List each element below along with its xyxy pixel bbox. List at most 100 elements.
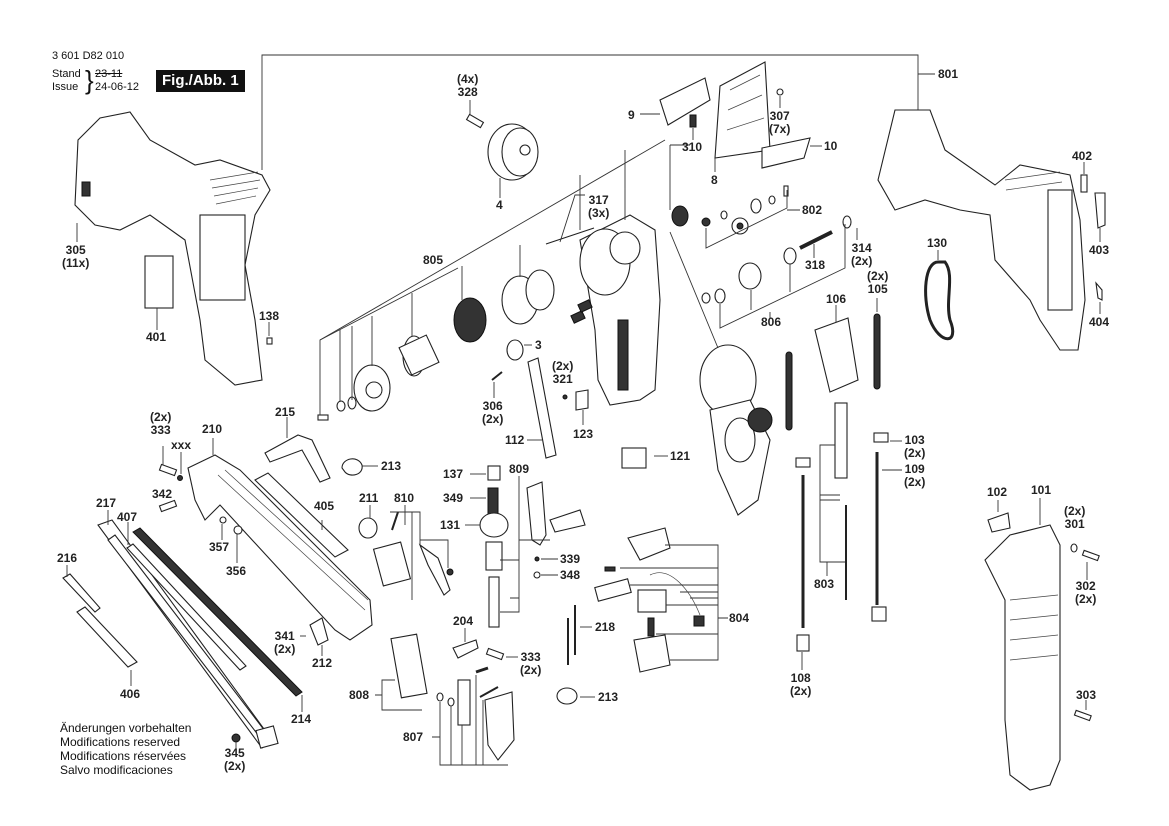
- screw-333: [158, 463, 178, 477]
- cap-348: [533, 571, 541, 579]
- part-group-802: [701, 185, 789, 235]
- trigger-212: [309, 617, 329, 646]
- callout-333b: 333(2x): [520, 650, 542, 677]
- gearbox-housing: [579, 214, 661, 406]
- notice-line-en: Modifications reserved: [60, 735, 181, 749]
- magazine-217: [97, 519, 279, 749]
- notice-line-fr: Modifications réservées: [60, 749, 187, 763]
- screw-302: [1081, 549, 1100, 562]
- callout-109: 109 (2x): [904, 462, 926, 489]
- part-group-807: [436, 666, 515, 761]
- document-number: 3 601 D82 010: [52, 50, 125, 62]
- leader-809: [500, 476, 550, 613]
- nose-assembly-210: [187, 454, 373, 641]
- washer-314: [842, 215, 852, 229]
- leader-808: [375, 679, 422, 711]
- trigger-assembly-808: [390, 633, 428, 699]
- screw-333b: [485, 647, 505, 661]
- callout-317: 317(3x): [588, 193, 610, 220]
- callout-804: 804: [729, 611, 750, 625]
- leader-806: [719, 224, 846, 329]
- screw-328: [465, 113, 485, 129]
- callout-401: 401: [146, 330, 167, 344]
- label-402: [1080, 174, 1088, 193]
- pin-317: [545, 227, 595, 245]
- callout-348: 348: [560, 568, 581, 582]
- screw-306: [491, 371, 503, 381]
- part-9: [659, 77, 711, 126]
- callout-211: 211: [359, 491, 379, 505]
- callout-305: 305(11x): [62, 243, 90, 270]
- stand-label: Stand: [52, 68, 81, 80]
- housing-left: [74, 111, 271, 386]
- part-group-806: [701, 247, 797, 304]
- leader-317: [559, 194, 585, 243]
- callout-103: 103 (2x): [904, 433, 926, 460]
- spring-310: [689, 114, 697, 128]
- callout-339: 339: [560, 552, 581, 566]
- rail-214: [132, 527, 303, 697]
- figure-label: Fig./Abb. 1: [156, 70, 245, 92]
- leader-804: [620, 544, 728, 661]
- callout-406: 406: [120, 687, 141, 701]
- clip-213: [341, 458, 363, 476]
- band-105b: [785, 351, 793, 431]
- motor-cover-4: [487, 123, 539, 181]
- callout-321: (2x)321: [552, 359, 574, 386]
- callout-356: 356: [226, 564, 247, 578]
- stand-date-struck: 23-11: [95, 68, 123, 80]
- handle-cover-101: [984, 524, 1061, 791]
- cap-108-top: [795, 457, 811, 468]
- callout-407: 407: [117, 510, 138, 524]
- lever-112: [527, 357, 557, 459]
- clip-123: [575, 389, 589, 411]
- clip-108: [796, 634, 810, 652]
- callout-801: 801: [938, 67, 959, 81]
- callout-102: 102: [987, 485, 1008, 499]
- control-board-8: [714, 61, 771, 159]
- housing-right: [877, 109, 1086, 351]
- bushing-3: [506, 339, 524, 361]
- callout-805: 805: [423, 253, 444, 267]
- washer-301: [1070, 543, 1078, 553]
- lever-215: [264, 434, 331, 483]
- gear-ring: [671, 205, 689, 227]
- callout-218: 218: [595, 620, 616, 634]
- callout-210: 210: [202, 422, 223, 436]
- notice-line-es: Salvo modificaciones: [60, 763, 173, 777]
- part-809-arm: [526, 481, 547, 546]
- callout-341: 341(2x): [274, 629, 296, 656]
- callout-307: 307(7x): [769, 109, 791, 136]
- callout-108: 108(2x): [790, 671, 812, 698]
- pin-339: [534, 556, 540, 562]
- callout-213b: 213: [598, 690, 619, 704]
- callout-314: 314(2x): [851, 241, 873, 268]
- part-809-bracket: [549, 509, 586, 533]
- callout-3: 3: [535, 338, 542, 352]
- bearing-131: [479, 512, 509, 538]
- callout-138: 138: [259, 309, 280, 323]
- callout-4: 4: [496, 198, 503, 212]
- label-404: [1095, 281, 1103, 301]
- callout-808: 808: [349, 688, 370, 702]
- part-group-804: [594, 527, 705, 673]
- screw-303: [1073, 709, 1092, 722]
- callout-213a: 213: [381, 459, 402, 473]
- part-group-810: [372, 511, 454, 596]
- callout-204: 204: [453, 614, 474, 628]
- flywheel-assembly: [669, 231, 773, 516]
- leader-805: [319, 245, 521, 415]
- callout-214: 214: [291, 712, 312, 726]
- callout-302: 302(2x): [1075, 579, 1097, 606]
- callout-105: (2x)105: [867, 269, 889, 296]
- callout-403: 403: [1089, 243, 1110, 257]
- sleeve-211: [358, 517, 378, 539]
- callout-404: 404: [1089, 315, 1110, 329]
- callout-405: 405: [314, 499, 335, 513]
- callout-216: 216: [57, 551, 78, 565]
- spring-349: [487, 487, 499, 517]
- callout-310: 310: [682, 140, 703, 154]
- guide-106: [814, 317, 859, 393]
- callout-131: 131: [440, 518, 461, 532]
- leader-807: [432, 675, 508, 766]
